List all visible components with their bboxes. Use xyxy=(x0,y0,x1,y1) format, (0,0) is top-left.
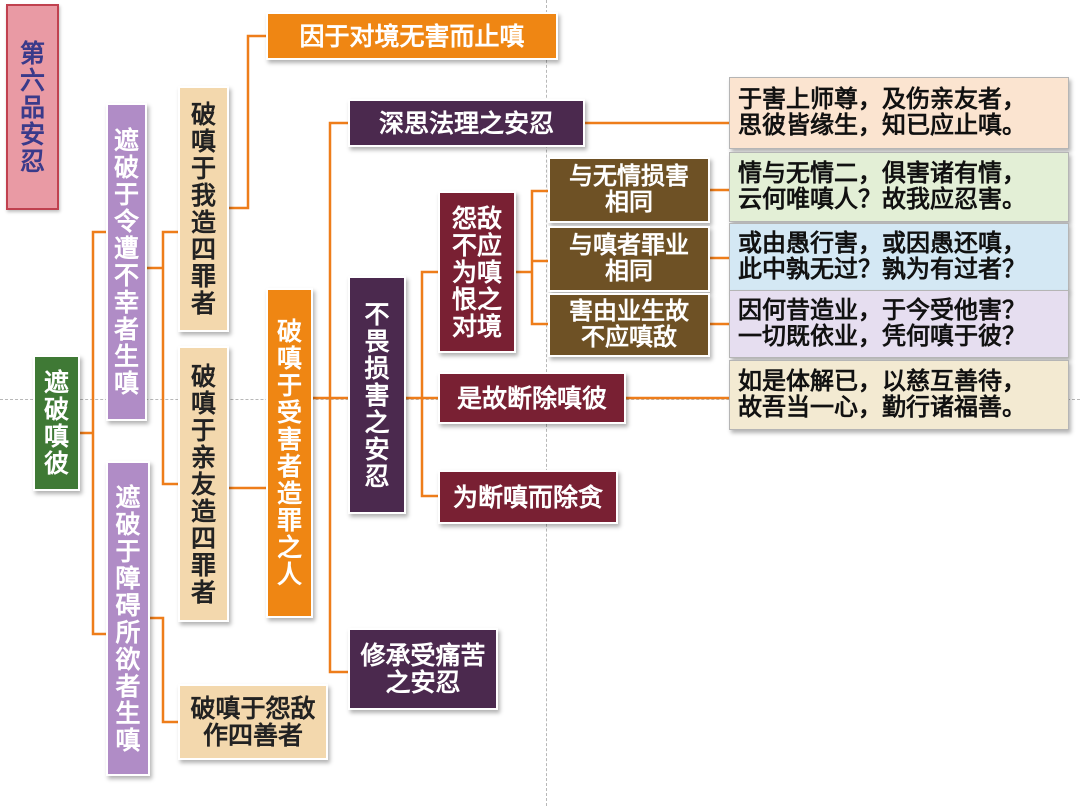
connector-fearless xyxy=(406,270,438,498)
connector-root xyxy=(80,230,106,636)
reason-inanimate: 与无情损害 相同 xyxy=(548,157,710,223)
patience-suffering-text: 修承受痛苦之安忍 xyxy=(360,641,486,697)
subject-friends-text: 破嗔于亲友造四罪者 xyxy=(190,361,216,607)
patience-dharma: 深思法理之安忍 xyxy=(348,99,585,147)
branch-misfortune: 遮破于令遭不幸者生嗔 xyxy=(106,103,147,421)
reason-karma-born-text: 害由业生故 不应嗔敌 xyxy=(569,297,689,351)
verse-5-text: 如是体解已，以慈互善待， 故吾当一心，勤行诸福善。 xyxy=(738,367,1026,421)
verse-4-text: 因何昔造业，于今受他害？ 一切既依业，凭何嗔于彼？ xyxy=(738,296,1026,350)
verse-3: 或由愚行害，或因愚还嗔， 此中孰无过？孰为有过者？ xyxy=(729,223,1069,291)
branch-obstruct: 遮破于障碍所欲者生嗔 xyxy=(106,461,150,776)
subject-enemy: 破嗔于怨敌作四善者 xyxy=(178,684,328,760)
verse-1: 于害上师尊，及伤亲友者， 思彼皆缘生，知已应止嗔。 xyxy=(729,77,1069,149)
verse-3-text: 或由愚行害，或因愚还嗔， 此中孰无过？孰为有过者？ xyxy=(738,229,1026,283)
verse-4: 因何昔造业，于今受他害？ 一切既依业，凭何嗔于彼？ xyxy=(729,290,1069,358)
root-node: 遮破嗔彼 xyxy=(33,355,80,491)
patience-fearless-text: 不畏损害之安忍 xyxy=(364,299,390,491)
subject-enemy-text: 破嗔于怨敌作四善者 xyxy=(190,694,316,750)
verse-1-text: 于害上师尊，及伤亲友者， 思彼皆缘生，知已应止嗔。 xyxy=(738,85,1026,139)
connector-obstruct xyxy=(150,616,178,724)
branch-obstruct-text: 遮破于障碍所欲者生嗔 xyxy=(115,482,141,755)
verse-2-text: 情与无情二，俱害诸有情， 云何唯嗔人？故我应忍害。 xyxy=(738,159,1026,213)
harm-doers-text: 破嗔于受害者造罪之人 xyxy=(276,317,302,589)
connector-misfortune xyxy=(147,230,178,486)
conclusion-remove-greed: 为断嗔而除贪 xyxy=(438,470,618,524)
reason-karma-born: 害由业生故 不应嗔敌 xyxy=(548,293,710,357)
conclusion-remove-greed-text: 为断嗔而除贪 xyxy=(452,482,603,512)
branch-misfortune-text: 遮破于令遭不幸者生嗔 xyxy=(113,126,139,398)
subject-self-text: 破嗔于我造四罪者 xyxy=(190,100,216,318)
reason-angry-karma-text: 与嗔者罪业 相同 xyxy=(569,231,689,285)
patience-suffering: 修承受痛苦之安忍 xyxy=(348,628,498,710)
chapter-title-text: 第六品 安忍 xyxy=(19,38,45,176)
patience-fearless: 不畏损害之安忍 xyxy=(348,276,406,514)
subject-friends: 破嗔于亲友造四罪者 xyxy=(178,346,229,622)
reason-angry-karma: 与嗔者罪业 相同 xyxy=(548,226,710,292)
harm-doers-node: 破嗔于受害者造罪之人 xyxy=(266,288,313,618)
verse-5: 如是体解已，以慈互善待， 故吾当一心，勤行诸福善。 xyxy=(729,360,1069,430)
top-node: 因于对境无害而止嗔 xyxy=(266,12,558,60)
enemy-not-object: 怨敌不应为嗔恨之对境 xyxy=(438,191,516,353)
enemy-not-object-text: 怨敌不应为嗔恨之对境 xyxy=(451,203,502,341)
patience-dharma-text: 深思法理之安忍 xyxy=(378,108,554,138)
conclusion-cut-anger-text: 是故断除嗔彼 xyxy=(456,383,607,413)
chapter-title: 第六品 安忍 xyxy=(6,4,59,210)
subject-self: 破嗔于我造四罪者 xyxy=(178,86,229,332)
connector-harmdoers xyxy=(313,121,348,674)
verse-2: 情与无情二，俱害诸有情， 云何唯嗔人？故我应忍害。 xyxy=(729,152,1069,222)
conclusion-cut-anger: 是故断除嗔彼 xyxy=(438,372,626,424)
reason-inanimate-text: 与无情损害 相同 xyxy=(569,162,689,216)
connector-enemy xyxy=(516,189,548,326)
connector-self xyxy=(229,34,266,210)
root-node-text: 遮破嗔彼 xyxy=(43,368,69,478)
top-node-text: 因于对境无害而止嗔 xyxy=(299,21,525,51)
